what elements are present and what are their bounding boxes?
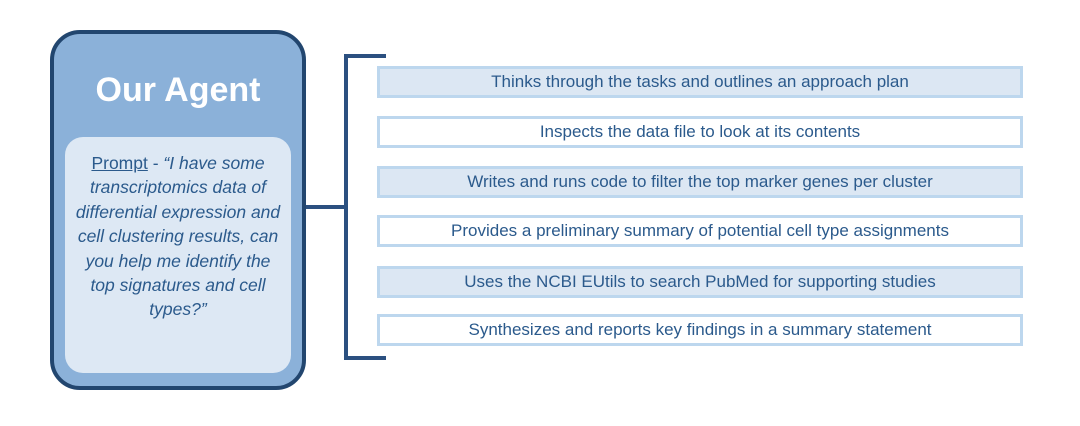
step-box: Writes and runs code to filter the top m… [377, 166, 1023, 198]
prompt-label: Prompt [91, 153, 148, 173]
step-box: Thinks through the tasks and outlines an… [377, 66, 1023, 98]
steps-bracket [344, 54, 386, 360]
step-box: Inspects the data file to look at its co… [377, 116, 1023, 148]
connector-line [306, 205, 344, 209]
agent-card: Our Agent Prompt - “I have some transcri… [50, 30, 306, 390]
prompt-box: Prompt - “I have some transcriptomics da… [65, 137, 291, 373]
agent-title: Our Agent [95, 71, 261, 109]
step-box: Synthesizes and reports key findings in … [377, 314, 1023, 346]
step-box: Provides a preliminary summary of potent… [377, 215, 1023, 247]
step-box: Uses the NCBI EUtils to search PubMed fo… [377, 266, 1023, 298]
prompt-separator: - [147, 153, 164, 173]
prompt-text: “I have some transcriptomics data of dif… [75, 153, 281, 320]
